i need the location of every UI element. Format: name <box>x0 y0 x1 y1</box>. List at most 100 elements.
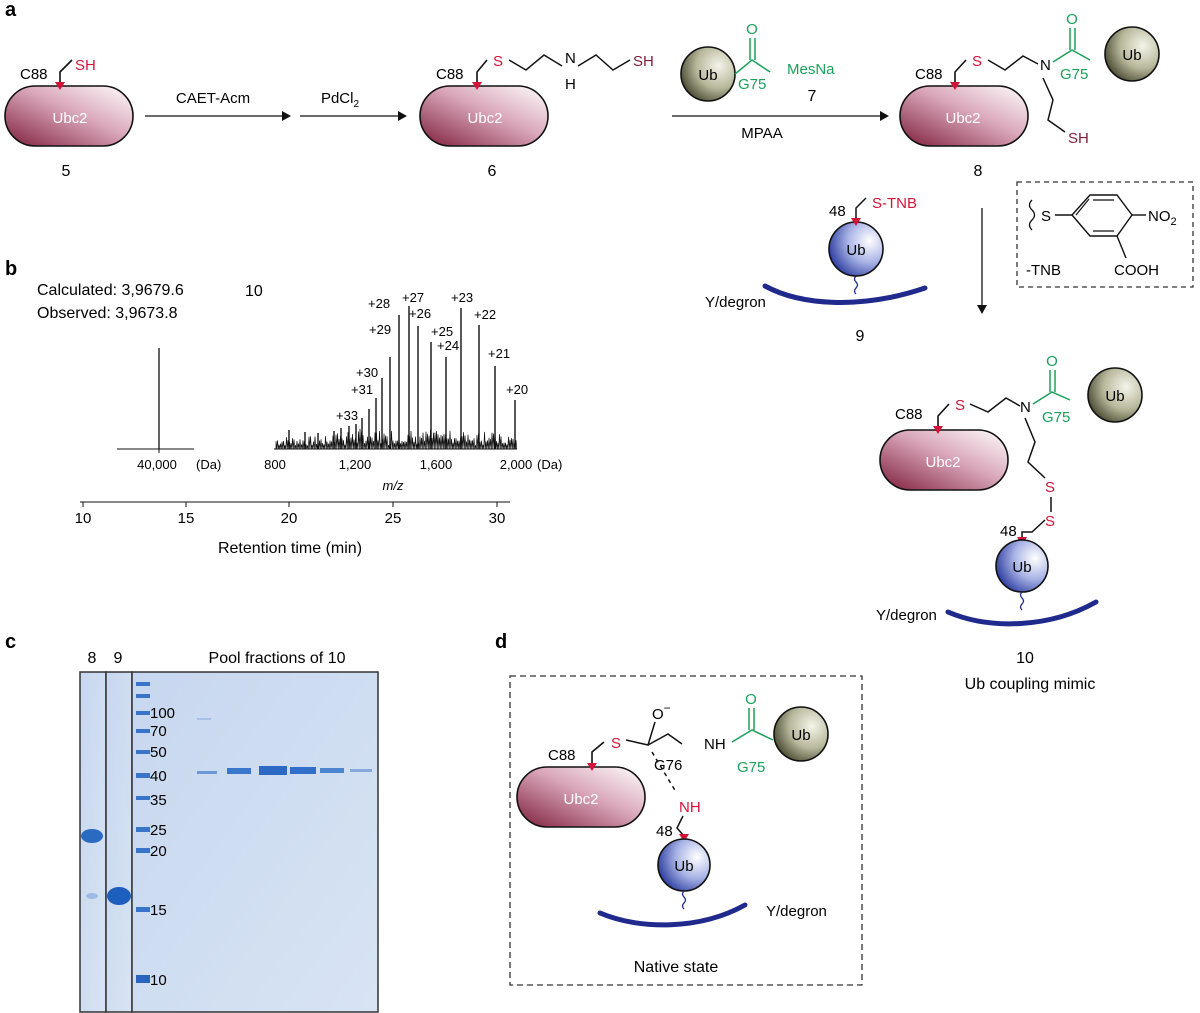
g75-label: G75 <box>1060 66 1088 83</box>
degron-strand <box>945 599 1099 627</box>
wavy-tether <box>853 275 859 295</box>
k48-bond <box>676 815 685 837</box>
lane-9-label: 9 <box>114 650 123 667</box>
compound-10-label: 10 <box>1016 650 1034 667</box>
ubc2-shape-10 <box>879 429 1009 491</box>
ladder-band <box>136 907 150 912</box>
n-label: N <box>1020 399 1031 416</box>
tetrahedral-bonds <box>625 721 683 746</box>
ub-label: Ub <box>846 242 865 259</box>
tnb-bond <box>1116 235 1127 259</box>
s-label: S <box>972 53 982 70</box>
attachment-marker <box>933 426 943 434</box>
k48-label: 48 <box>829 203 846 220</box>
degron-strand <box>762 283 928 305</box>
marker-label: 70 <box>150 723 167 740</box>
ms-unit: (Da) <box>537 457 562 472</box>
panel-c-label: c <box>5 631 16 653</box>
gel-band <box>227 768 251 774</box>
ubc2-label: Ubc2 <box>945 110 980 127</box>
ladder-band <box>136 729 150 733</box>
ladder-band <box>136 796 150 800</box>
gel-band <box>197 718 211 720</box>
disulfide-s-label: S <box>1045 513 1055 530</box>
degron-label: Y/degron <box>876 607 937 624</box>
o-minus-label: O− <box>652 701 671 723</box>
c88-label: C88 <box>436 66 464 83</box>
sh-label: SH <box>633 53 654 70</box>
c88-label: C88 <box>548 747 576 764</box>
arrowhead <box>398 111 407 121</box>
k48-label: 48 <box>1000 523 1017 540</box>
ms-tick-label: 2,000 <box>500 457 533 472</box>
attachment-marker <box>587 763 597 771</box>
ub-label: Ub <box>791 727 810 744</box>
wavy-tether <box>1019 591 1025 611</box>
gel-lane-9 <box>105 671 133 1013</box>
ubc2-label: Ubc2 <box>467 110 502 127</box>
ladder-band <box>136 773 150 778</box>
charge-label: +24 <box>437 338 459 353</box>
charge-label: +22 <box>474 307 496 322</box>
arrowhead <box>282 111 291 121</box>
attachment-marker <box>472 82 482 90</box>
marker-label: 50 <box>150 744 167 761</box>
carbonyl <box>1049 370 1056 392</box>
c88-bond <box>59 59 73 86</box>
ub-label: Ub <box>1105 388 1124 405</box>
carbonyl <box>749 38 756 60</box>
mesna-label: MesNa <box>787 61 835 78</box>
compound-10-label: 10 <box>245 283 263 300</box>
ladder-band <box>136 682 150 686</box>
degron-strand <box>597 902 748 928</box>
ladder-band <box>136 848 150 853</box>
ub-label: Ub <box>1122 47 1141 64</box>
ladder-band <box>136 694 150 698</box>
attachment-marker <box>679 834 689 842</box>
disulfide-s-label: S <box>1045 479 1055 496</box>
amide-bond <box>1032 391 1071 405</box>
g76-label: G76 <box>654 757 682 774</box>
attachment-marker <box>950 82 960 90</box>
thioester-bond <box>734 59 771 75</box>
s-label: S <box>611 735 621 752</box>
native-state-caption: Native state <box>634 959 719 976</box>
ms-tick-label: 1,200 <box>339 457 372 472</box>
gel-band <box>86 893 98 899</box>
c88-bond <box>591 741 605 767</box>
ladder-band <box>136 975 150 983</box>
rt-tick-label: 30 <box>489 510 506 527</box>
attachment-marker <box>851 218 861 226</box>
tnb-suffix-label: -TNB <box>1026 262 1061 279</box>
degron-label: Y/degron <box>705 294 766 311</box>
charge-label: +28 <box>368 296 390 311</box>
compound-5-label: 5 <box>62 163 71 180</box>
o-label: O <box>745 691 757 708</box>
h-label: H <box>565 76 576 93</box>
pool-label: Pool fractions of 10 <box>209 650 346 667</box>
compound-6-label: 6 <box>488 163 497 180</box>
ubc2-label: Ubc2 <box>52 110 87 127</box>
marker-label: 25 <box>150 822 167 839</box>
linker-chain <box>577 54 631 71</box>
marker-label: 35 <box>150 792 167 809</box>
ub-label: Ub <box>698 67 717 84</box>
marker-label: 10 <box>150 972 167 989</box>
n-label: N <box>565 50 576 67</box>
tnb-box <box>1016 181 1194 288</box>
ubc2-shape-d <box>516 766 646 828</box>
s-label: S <box>493 53 503 70</box>
ub-circle <box>773 706 829 762</box>
gel-band <box>259 766 287 775</box>
linker-chain <box>987 55 1039 71</box>
gel-band <box>320 768 344 773</box>
marker-label: 20 <box>150 843 167 860</box>
charge-label: +20 <box>506 382 528 397</box>
compound-9-label: 9 <box>856 328 865 345</box>
mimic-caption: Ub coupling mimic <box>965 676 1096 693</box>
nh-lys-label: NH <box>679 799 701 816</box>
panel-b-label: b <box>5 258 17 280</box>
ub-label: Ub <box>674 858 693 875</box>
charge-label: +31 <box>351 382 373 397</box>
